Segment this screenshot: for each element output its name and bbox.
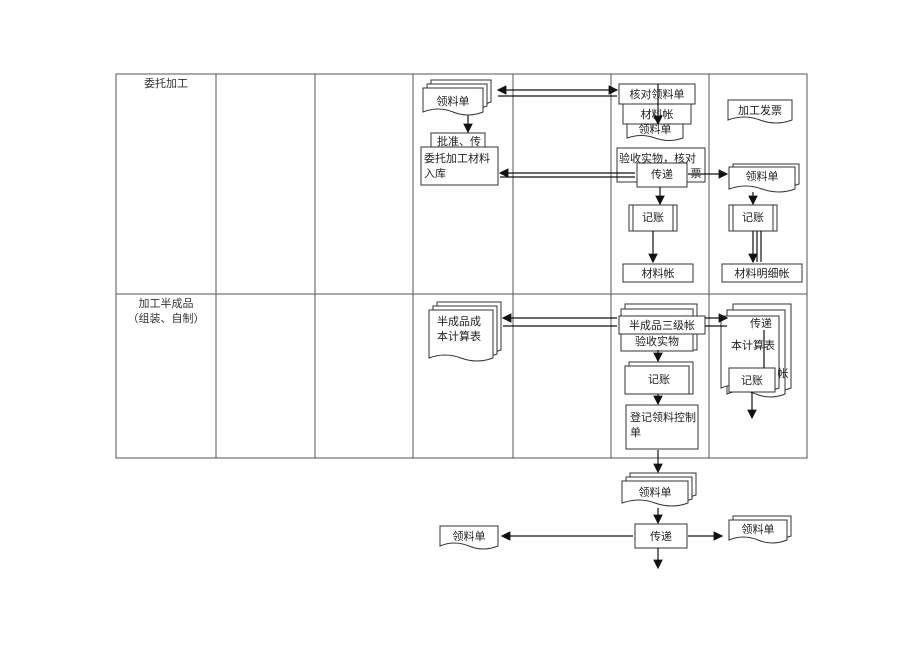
doc-cailiao-mingxi-label: 材料明细帐	[734, 267, 790, 280]
lane-label-jiagong-line1: 加工半成品	[138, 297, 194, 310]
doc-benjisuan-label: 本计算表	[731, 339, 775, 352]
doc-lingliao-left-below-shape	[439, 525, 499, 550]
box-chuandi-below-label: 传递	[650, 530, 672, 543]
doc-lingliao-stack-label: 领料单	[638, 123, 672, 136]
doc-cailiaozhang-label: 材料帐	[641, 267, 675, 280]
doc-banchengpin-chengben-shape	[428, 301, 502, 362]
box-hedui-label: 核对领料单	[629, 88, 685, 101]
box-hedui-shape	[618, 83, 696, 141]
doc-lingliao-right-below-shape	[728, 515, 792, 544]
box-jizhang-l2-c5: 记账	[648, 373, 670, 386]
box-jizhang-l1-c6: 记账	[742, 211, 764, 224]
doc-banchengpin-chengben-label: 半成品成本计算表	[437, 315, 481, 343]
doc-lingliao-below-label: 领料单	[638, 486, 672, 499]
lane-label-jiagong-line2: （组装、自制）	[127, 312, 205, 325]
doc-lingliao-left-below-label: 领料单	[452, 530, 486, 543]
doc-banchengpin-sanji-label: 半成品三级帐	[629, 319, 695, 332]
box-chuandi-below-shape	[634, 523, 688, 549]
box-jizhang-l1-c5: 记账	[642, 211, 664, 224]
box-weituo-label: 委托加工材料入库	[424, 152, 490, 180]
lane-label-weituo: 委托加工	[144, 77, 188, 90]
box-weituo-shape	[420, 146, 499, 186]
doc-yanshou-shiwu-label: 验收实物	[635, 335, 679, 348]
doc-lingliao-right-shape	[728, 163, 800, 193]
box-chuandi-shape	[636, 162, 688, 188]
box-dengji-label: 登记领料控制单	[630, 411, 696, 439]
doc-lingliao-right-below-label: 领料单	[741, 523, 775, 536]
swimlane-grid	[115, 73, 808, 459]
doc-lingliao-label: 领料单	[436, 95, 470, 108]
box-jizhang-l2-c6: 记账	[741, 374, 763, 387]
doc-chuandi-l2-label: 传递	[750, 317, 772, 330]
connectors	[463, 84, 765, 570]
doc-zhang-tail-label: 帐	[777, 367, 789, 380]
box-yanshou-label: 验收实物，核对	[619, 152, 696, 165]
box-dengji-shape	[625, 404, 699, 450]
box-chuandi-label: 传递	[651, 168, 673, 181]
doc-cailiaozhang-shape	[622, 263, 694, 283]
doc-banchengpin-sanji-shape	[618, 303, 706, 352]
doc-jiagong-fapiao-shape	[727, 99, 793, 124]
box-yanshou-tail: 票	[690, 167, 702, 180]
doc-jiagong-fapiao-label: 加工发票	[738, 104, 782, 117]
doc-lingliao-stack-shape	[422, 79, 492, 116]
doc-lingliao-below-stack-shape	[621, 472, 697, 507]
doc-cailiaozhang-top-label: 材料帐	[640, 108, 674, 121]
doc-lingliao-right-label: 领料单	[745, 170, 779, 183]
box-jizhang-l2-shape	[624, 361, 776, 395]
doc-pizhun-label: 批准、传	[437, 135, 481, 147]
doc-cailiao-mingxi-shape	[721, 263, 803, 283]
